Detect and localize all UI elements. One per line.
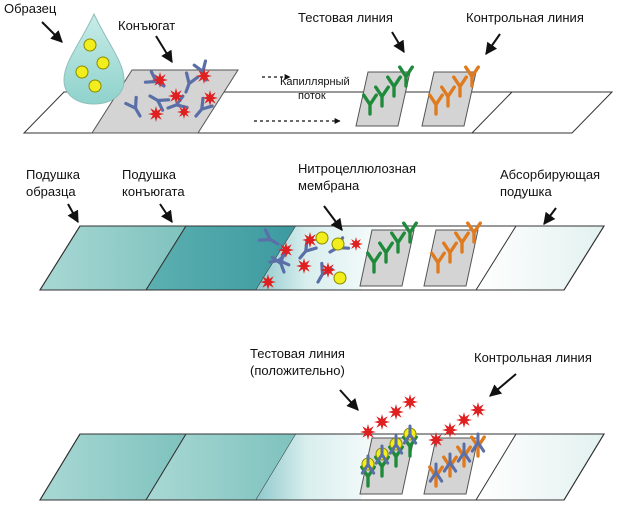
label-star-icon	[388, 404, 404, 420]
antibody-icon	[390, 231, 406, 254]
antibody-icon	[452, 75, 468, 98]
antibody-icon	[374, 444, 390, 465]
label-absorbent-pad-1: Абсорбирующая	[500, 167, 601, 182]
antibody-icon	[456, 442, 472, 463]
label-absorbent-pad-2: подушка	[500, 184, 552, 199]
antigen-icon	[333, 271, 347, 285]
label-star-icon	[148, 106, 164, 122]
arrow-sample	[41, 21, 63, 43]
antibody-icon	[428, 462, 444, 483]
conjugate-cluster-2	[257, 228, 363, 290]
strip-panel-3	[39, 433, 605, 501]
arrow-membrane	[323, 205, 343, 231]
antibody-icon	[402, 221, 418, 244]
label-star-icon	[260, 274, 276, 290]
label-star-icon	[402, 394, 418, 410]
antibody-icon	[366, 251, 382, 274]
antibody-icon	[374, 85, 390, 108]
test-line-antibodies-2	[366, 221, 418, 274]
label-test-line-3-2: (положительно)	[250, 363, 345, 378]
label-star-icon	[456, 412, 472, 428]
antibody-icon	[362, 93, 378, 116]
antibody-icon	[124, 95, 142, 118]
antibody-icon	[470, 432, 486, 453]
label-star-icon	[177, 105, 191, 119]
antibody-icon	[148, 94, 171, 112]
antibody-icon	[466, 221, 482, 244]
label-test-line-1: Тестовая линия	[298, 10, 393, 25]
label-membrane-1: Нитроцеллюлозная	[298, 161, 417, 176]
label-star-icon	[196, 68, 212, 84]
label-star-icon	[168, 88, 184, 104]
label-sample: Образец	[4, 1, 57, 16]
control-line-antibodies-1	[428, 65, 480, 116]
control-line-complexes-3	[428, 402, 486, 488]
label-star-icon	[202, 90, 218, 106]
antibody-icon	[166, 94, 189, 110]
label-conjugate: Конъюгат	[118, 18, 176, 33]
label-star-icon	[470, 402, 486, 418]
label-star-icon	[374, 414, 390, 430]
antibody-icon	[257, 228, 280, 246]
antibody-icon	[360, 454, 376, 475]
sample-drop	[63, 12, 125, 105]
antibody-icon	[442, 452, 458, 473]
label-star-icon	[296, 258, 312, 274]
label-star-icon	[428, 432, 444, 448]
antibody-icon	[388, 434, 404, 455]
antibody-icon	[378, 241, 394, 264]
arrow-absorbent-pad	[543, 207, 557, 225]
arrow-conjugate-pad	[159, 203, 173, 223]
antigen-icon	[315, 231, 329, 245]
label-star-icon	[278, 242, 294, 258]
label-star-icon	[320, 262, 336, 278]
test-line-complexes-3	[360, 394, 418, 488]
test-line-antibodies-1	[362, 65, 414, 116]
label-membrane-2: мембрана	[298, 178, 360, 193]
sample-antigens	[75, 38, 110, 93]
control-line-antibodies-2	[430, 221, 482, 274]
antibody-icon	[430, 251, 446, 274]
label-test-line-3-1: Тестовая линия	[250, 346, 345, 361]
arrow-conjugate	[155, 35, 173, 64]
antibody-icon	[194, 96, 214, 118]
label-star-icon	[360, 424, 376, 440]
label-capillary-1: Капиллярный	[280, 76, 350, 88]
antibody-icon	[442, 241, 458, 264]
label-sample-pad-1: Подушка	[26, 167, 81, 182]
strip-1-pad-divider	[471, 91, 513, 134]
label-sample-pad-2: образца	[26, 184, 76, 199]
conjugate-cluster-1	[124, 59, 218, 122]
label-star-icon	[442, 422, 458, 438]
arrow-test-line-1	[391, 31, 405, 54]
label-conjugate-pad-2: конъюгата	[122, 184, 185, 199]
antibody-icon	[398, 65, 414, 88]
antibody-icon	[428, 93, 444, 116]
antibody-icon	[464, 65, 480, 88]
label-control-line-3: Контрольная линия	[474, 350, 592, 365]
label-capillary-2: поток	[298, 90, 326, 102]
arrow-test-line-3	[339, 389, 359, 411]
antigen-icon	[331, 237, 345, 251]
antibody-icon	[386, 75, 402, 98]
arrow-control-line-3	[489, 373, 517, 397]
antibody-icon	[440, 85, 456, 108]
antibody-icon	[402, 424, 418, 445]
label-star-icon	[152, 72, 168, 88]
arrow-sample-pad	[67, 203, 79, 224]
label-star-icon	[349, 237, 363, 251]
antibody-icon	[184, 71, 200, 94]
label-conjugate-pad-1: Подушка	[122, 167, 177, 182]
label-control-line-1: Контрольная линия	[466, 10, 584, 25]
antibody-icon	[454, 231, 470, 254]
arrow-control-line-1	[485, 33, 501, 55]
label-star-icon	[302, 232, 318, 248]
